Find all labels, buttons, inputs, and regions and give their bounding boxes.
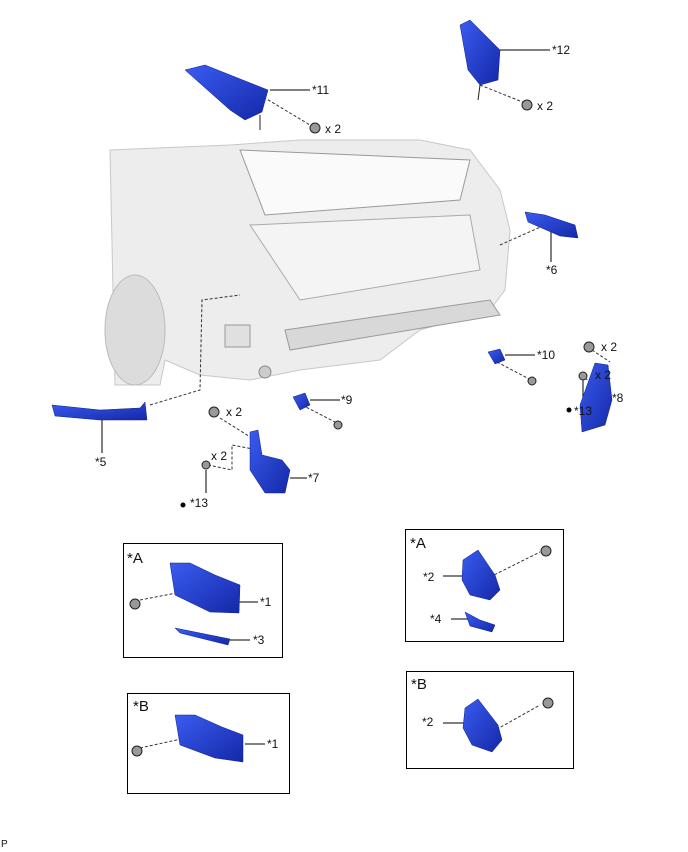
part-1a <box>169 562 241 614</box>
callout-12: *12 <box>552 43 571 57</box>
inset-a-right <box>405 529 564 642</box>
callout-1-a: *1 <box>260 595 272 609</box>
callout-4: *4 <box>430 612 442 626</box>
callout-13-left: *13 <box>190 496 209 510</box>
inset-b-left <box>127 693 290 794</box>
callout-3: *3 <box>253 633 265 647</box>
callout-11: *11 <box>312 83 330 97</box>
inset-a-right-label: *A <box>410 535 426 552</box>
quantity-7-lower: x 2 <box>211 449 228 463</box>
part-8 <box>579 362 613 433</box>
part-1b <box>174 714 244 763</box>
callout-2-a: *2 <box>423 570 435 584</box>
part-7 <box>249 429 291 494</box>
bolts <box>129 84 595 757</box>
part-3 <box>174 627 231 646</box>
callout-6: *6 <box>546 263 558 277</box>
part-2a <box>461 549 501 601</box>
callout-9: *9 <box>341 393 353 407</box>
vehicle-rear-body <box>104 139 511 386</box>
callout-2-b: *2 <box>422 715 434 729</box>
part-5 <box>51 401 148 421</box>
inset-a-left-label: *A <box>127 550 143 567</box>
callout-1-b: *1 <box>267 737 279 751</box>
part-2b <box>462 698 503 753</box>
callout-7: *7 <box>308 471 320 485</box>
bullet-dots <box>180 407 572 508</box>
quantity-12: x 2 <box>537 99 554 113</box>
part-9 <box>292 392 311 411</box>
part-4 <box>464 611 496 633</box>
quantity-7-upper: x 2 <box>226 405 243 419</box>
part-10 <box>487 348 506 365</box>
callout-8: *8 <box>612 391 624 405</box>
part-12 <box>459 19 501 86</box>
inset-a-left <box>123 543 283 658</box>
callout-10: *10 <box>537 348 556 362</box>
callout-5: *5 <box>95 455 107 469</box>
inset-b-left-label: *B <box>133 698 149 715</box>
quantity-8-upper: x 2 <box>601 340 618 354</box>
blue-parts <box>51 19 613 763</box>
callout-13-right: *13 <box>574 404 593 418</box>
footer-code: P <box>1 839 8 850</box>
quantity-11: x 2 <box>325 122 342 136</box>
part-6 <box>524 211 579 239</box>
inset-b-right <box>406 671 574 769</box>
inset-b-right-label: *B <box>411 676 427 693</box>
quantity-8-lower: x 2 <box>595 368 612 382</box>
part-11 <box>184 64 269 121</box>
